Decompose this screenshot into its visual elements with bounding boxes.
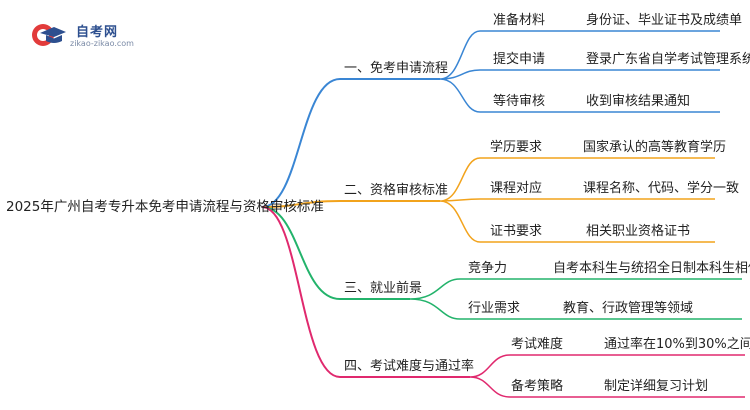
branch-1-item-2-value: 登录广东省自学考试管理系统	[586, 52, 750, 67]
logo-url: zikao-zikao.com	[70, 39, 134, 48]
connector-branch-3-items	[409, 278, 742, 320]
connector-branch-3	[261, 206, 410, 300]
branch-2-label: 二、资格审核标准	[344, 183, 449, 198]
connector-branch-1	[261, 78, 440, 208]
branch-2-item-3-value: 相关职业资格证书	[586, 224, 691, 239]
graduation-cap-icon	[32, 24, 66, 46]
connector-branch-4	[261, 206, 470, 378]
connector-branch-2	[261, 200, 440, 208]
logo-title: 自考网	[76, 25, 119, 40]
branch-3-label: 三、就业前景	[344, 281, 423, 296]
branch-2-item-2-value: 课程名称、代码、学分一致	[583, 181, 740, 196]
branch-1-item-1-value: 身份证、毕业证书及成绩单	[586, 13, 743, 28]
branch-4-item-1-value: 通过率在10%到30%之间	[604, 337, 750, 352]
branch-2-item-1-value: 国家承认的高等教育学历	[583, 140, 727, 155]
connector-branch-2-items	[439, 157, 715, 243]
branch-4-item-2-value: 制定详细复习计划	[604, 379, 709, 394]
branch-4-label: 四、考试难度与通过率	[344, 359, 475, 374]
connector-branch-1-items	[439, 30, 720, 113]
branch-3-item-1-key: 竞争力	[468, 261, 508, 276]
branch-3-item-2-value: 教育、行政管理等领域	[563, 301, 694, 316]
branch-1-label: 一、免考申请流程	[344, 61, 449, 76]
root-node: 2025年广州自考专升本免考申请流程与资格审核标准	[6, 199, 324, 215]
branch-4-item-2-key: 备考策略	[511, 379, 564, 394]
branch-1-item-3-key: 等待审核	[493, 94, 546, 109]
site-logo[interactable]: 自考网 zikao-zikao.com	[30, 20, 150, 50]
branch-1-item-1-key: 准备材料	[493, 13, 546, 28]
branch-2-item-3-key: 证书要求	[490, 224, 543, 239]
branch-1-item-2-key: 提交申请	[493, 52, 546, 67]
branch-3-item-2-key: 行业需求	[468, 301, 521, 316]
connector-branch-4-items	[469, 354, 745, 398]
branch-2-item-2-key: 课程对应	[490, 181, 543, 196]
branch-3-item-1-value: 自考本科生与统招全日制本科生相似机会	[553, 261, 750, 276]
branch-1-item-3-value: 收到审核结果通知	[586, 94, 691, 109]
branch-4-item-1-key: 考试难度	[511, 337, 564, 352]
branch-2-item-1-key: 学历要求	[490, 140, 543, 155]
